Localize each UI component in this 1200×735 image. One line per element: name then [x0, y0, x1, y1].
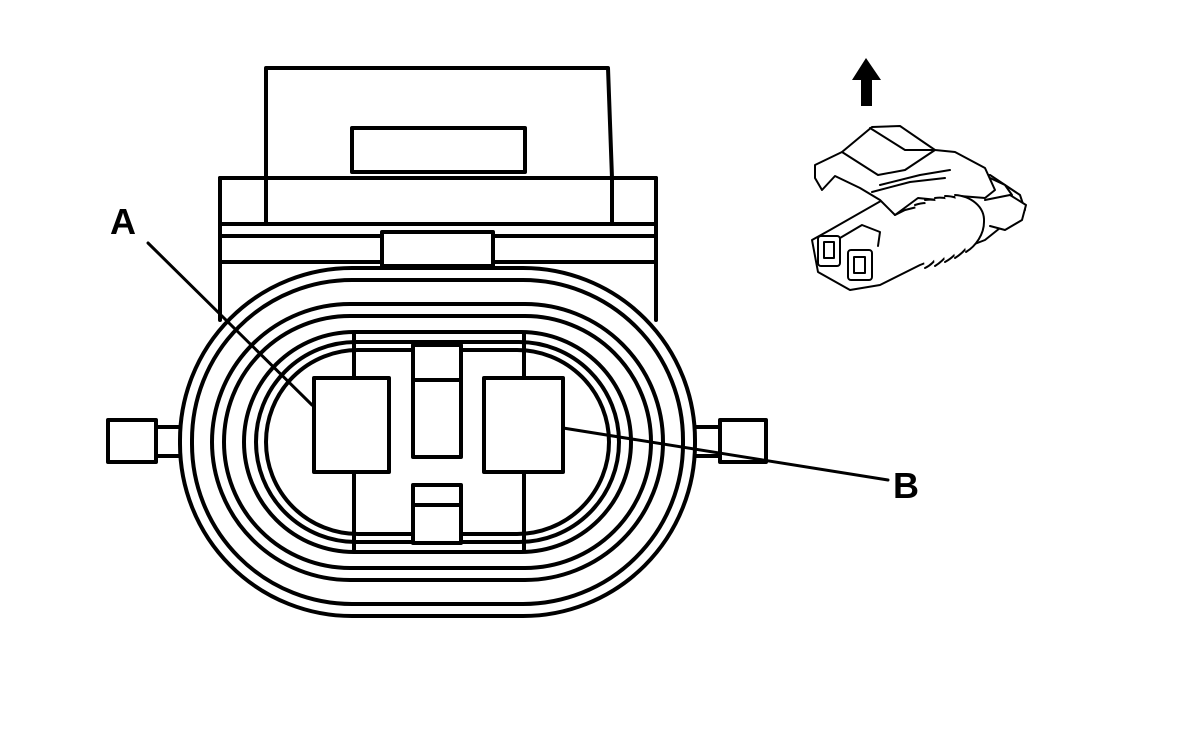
outer-shroud-inner-edge: [190, 278, 685, 606]
callout-label-b: B: [893, 465, 919, 506]
upper-key-rib: [411, 343, 463, 459]
up-arrow-icon: [852, 58, 881, 106]
lock-tab: [380, 230, 495, 268]
connector-isometric-icon: [811, 125, 1027, 291]
seal-ring-inner: [242, 330, 633, 554]
left-mount-tab: [106, 418, 158, 464]
leader-line-b: [561, 426, 890, 482]
housing-body: [218, 176, 658, 322]
leader-line-a: [146, 241, 314, 407]
terminal-cavity-a: [312, 376, 391, 474]
lower-key-rib: [411, 483, 463, 545]
connector-face-view: [106, 66, 768, 618]
keying-ribs: [411, 343, 463, 545]
latch-housing: [264, 66, 614, 226]
terminal-cavity-b: [482, 376, 565, 474]
callouts: [146, 241, 890, 482]
seal-ring-outer: [210, 302, 665, 582]
latch-window: [350, 126, 527, 174]
callout-label-a: A: [110, 201, 136, 242]
